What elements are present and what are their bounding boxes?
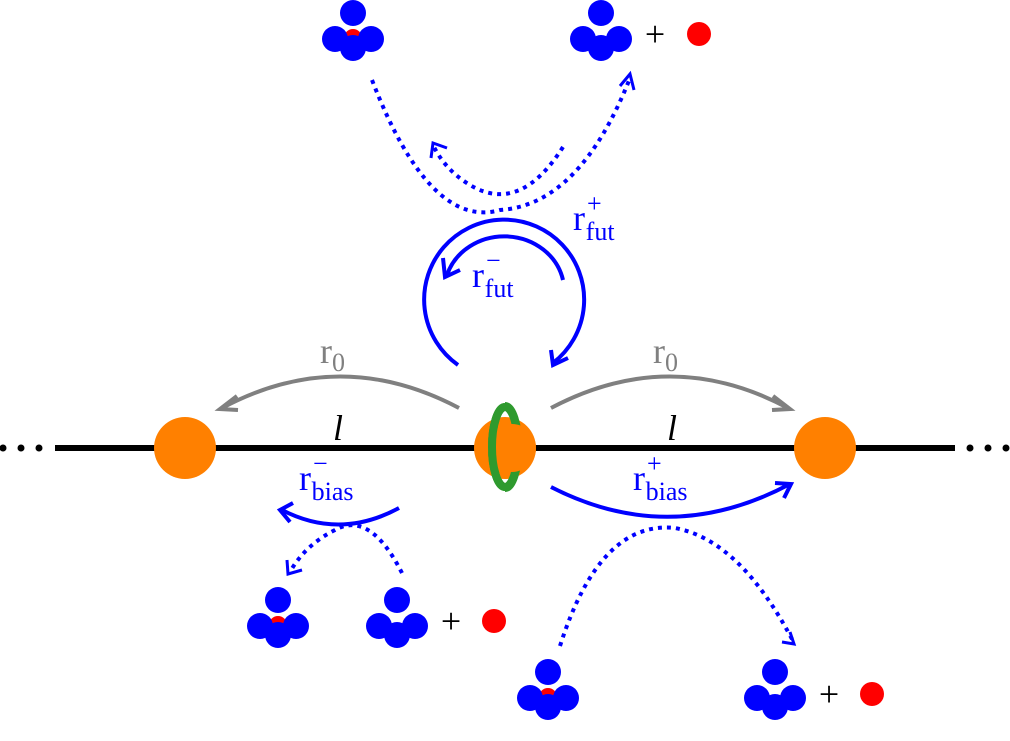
plus-sign-top: + [645,14,665,54]
rbias-plus-label: r+bias [633,449,688,506]
motor-ring-front [488,403,506,491]
rbias-minus-label: r−bias [299,449,354,506]
complex-hydrolyzed-top [570,0,632,61]
rfut-minus-label: r−fut [472,246,514,303]
r0-right-arrow [550,374,789,410]
rfut-plus-arrow [422,217,587,367]
complex-atp-bottom-right [517,659,579,720]
site-center-front [488,424,536,472]
complex-atp-top [322,0,384,61]
r0-left-label: r0 [320,331,345,377]
phosphate-bottom-right [860,682,884,706]
bottom-left-dotted-arrow [288,523,404,574]
complex-hydrolyzed-bottom-right [744,659,806,720]
rfut-plus-label: r+fut [573,189,615,246]
top-dotted-backward [431,144,565,197]
rfut-minus-arrow [445,234,565,281]
complex-atp-bottom-left [247,587,309,648]
top-dotted-forward [370,77,632,215]
ellipsis-left [0,444,43,452]
spacing-label-right: l [667,408,677,448]
site-right [794,417,856,479]
plus-sign-bottom-left: + [441,601,461,641]
bottom-right-dotted-arrow [558,525,795,647]
complex-hydrolyzed-bottom-left [366,587,428,648]
phosphate-top [687,22,711,46]
site-left [154,417,216,479]
r0-right-label: r0 [653,331,678,377]
rbias-minus-arrow [281,506,400,527]
ellipsis-right [966,444,1010,452]
rbias-plus-arrow [550,482,791,519]
plus-sign-bottom-right: + [819,674,839,714]
r0-left-arrow [221,374,460,410]
spacing-label-left: l [333,408,343,448]
phosphate-bottom-left [482,609,506,633]
